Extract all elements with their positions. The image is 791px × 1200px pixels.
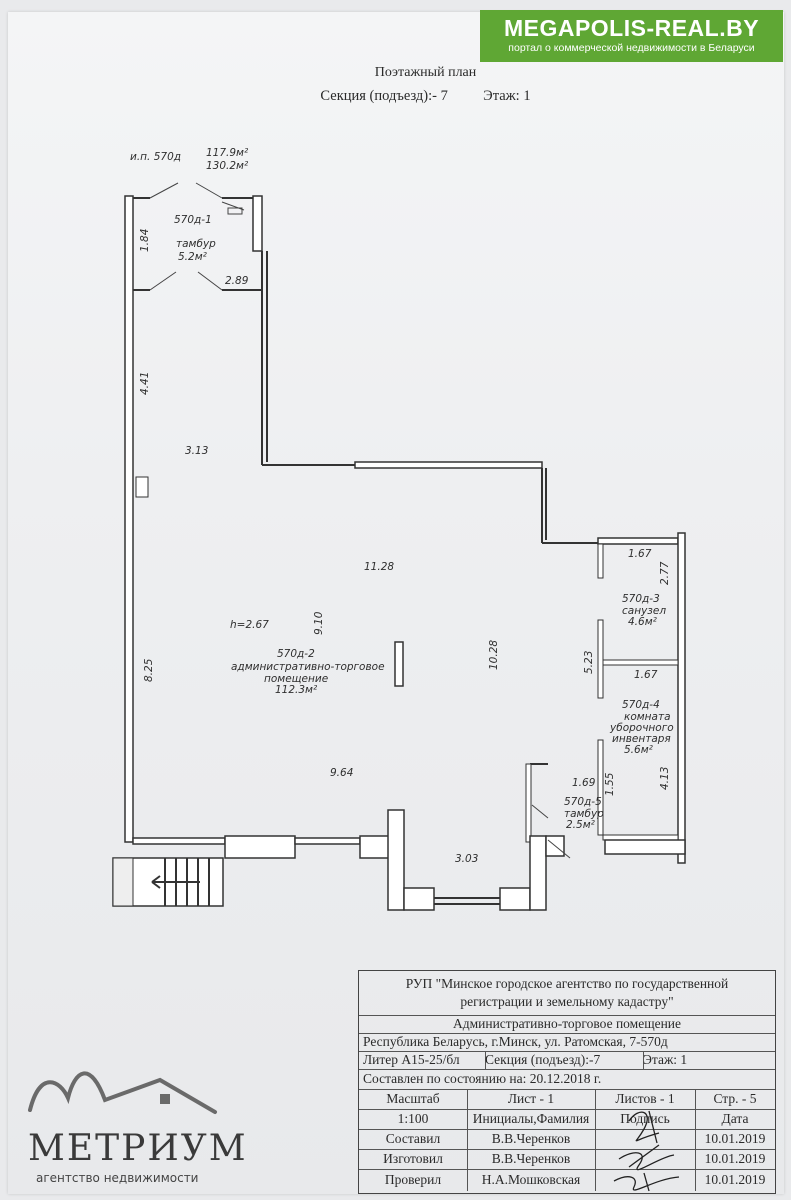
plan-subtitle: Секция (подъезд):- 7 Этаж: 1 [30, 88, 791, 105]
room-570d-4-id: 570д-4 [622, 699, 660, 711]
room-570d-3-name: санузел [622, 605, 666, 617]
stamp-head-sheets: Листов - 1 [595, 1089, 696, 1109]
room-570d-2-area: 112.3м² [275, 684, 318, 696]
stamp-org-line2: регистрации и земельному кадастру" [460, 994, 674, 1009]
dim-4-13: 4.13 [659, 767, 671, 790]
stamp-head-sheet: Лист - 1 [467, 1089, 596, 1109]
room-570d-4-name1: комната [624, 711, 671, 723]
dim-3-13: 3.13 [185, 445, 208, 457]
dim-5-23: 5.23 [583, 651, 595, 674]
dim-1-84: 1.84 [139, 229, 151, 252]
stamp-liter: Литер А15-25/бл [359, 1051, 486, 1069]
stamp-person: Н.А.Мошковская [467, 1169, 596, 1191]
stamp-org-line1: РУП "Минское городское агентство по госу… [405, 976, 729, 991]
room-570d-5-id: 570д-5 [564, 796, 602, 808]
dim-2-89: 2.89 [225, 275, 249, 287]
room-570d-2-name2: помещение [264, 673, 328, 685]
label-area-117: 117.9м² [206, 147, 249, 159]
room-570d-5-name: тамбур [564, 808, 604, 820]
stamp-signature-cell [595, 1129, 696, 1149]
room-570d-5-area: 2.5м² [566, 819, 596, 831]
stamp-date: 10.01.2019 [704, 1172, 766, 1187]
stamp-address: Республика Беларусь, г.Минск, ул. Ратомс… [363, 1034, 668, 1049]
room-570d-2-id: 570д-2 [277, 648, 315, 660]
stamp-head-page: Стр. - 5 [713, 1091, 757, 1106]
title-block-stamp: РУП "Минское городское агентство по госу… [358, 970, 776, 1194]
stamp-signature-cell [595, 1169, 696, 1191]
dim-9-10: 9.10 [313, 611, 325, 635]
stamp-scale: 1:100 [359, 1109, 468, 1129]
stamp-floor: Этаж: 1 [643, 1052, 688, 1067]
dim-10-28: 10.28 [488, 640, 500, 670]
label-height: h=2.67 [230, 619, 269, 631]
wall-lines [112, 195, 686, 911]
stamp-row-composer: Составил В.В.Черенков 10.01.2019 [359, 1129, 775, 1150]
label-ip-room: и.п. 570д [130, 151, 181, 163]
dimension-labels: и.п. 570д 117.9м² 130.2м² 570д-1 тамбур … [130, 147, 674, 865]
room-570d-1-name: тамбур [176, 238, 216, 250]
stamp-role: Составил [359, 1129, 468, 1149]
stamp-object: Административно-торговое помещение [452, 1016, 682, 1031]
room-570d-4-name2: уборочного [609, 722, 674, 734]
stamp-head-date: Дата [721, 1111, 749, 1126]
stamp-role: Проверил [359, 1169, 468, 1191]
stamp-head-signature: Подпись [595, 1109, 696, 1129]
stamp-org-row: РУП "Минское городское агентство по госу… [359, 971, 775, 1016]
room-570d-3-id: 570д-3 [622, 593, 660, 605]
dim-9-64: 9.64 [330, 767, 353, 779]
banner-subtitle: портал о коммерческой недвижимости в Бел… [508, 42, 755, 54]
stamp-person: В.В.Черенков [467, 1149, 596, 1169]
dim-1-69: 1.69 [572, 777, 596, 789]
plan-floor: Этаж: 1 [483, 88, 531, 104]
dim-3-03: 3.03 [455, 853, 478, 865]
stamp-role: Изготовил [359, 1149, 468, 1169]
stamp-date: 10.01.2019 [704, 1151, 766, 1166]
plan-section: Секция (подъезд):- 7 [320, 88, 448, 104]
dim-2-77: 2.77 [659, 561, 671, 585]
stamp-head-scale: Масштаб [359, 1089, 468, 1109]
dim-1-55: 1.55 [604, 772, 616, 796]
door-swings [149, 182, 571, 859]
room-570d-2-name1: административно-торговое [231, 661, 385, 673]
label-area-130: 130.2м² [206, 160, 249, 172]
logo-subtitle: агентство недвижимости [36, 1171, 199, 1185]
document-sheet [8, 12, 784, 1194]
stamp-date: 10.01.2019 [704, 1131, 766, 1146]
stamp-section: Секция (подъезд):-7 [481, 1051, 644, 1069]
room-570d-4-area: 5.6м² [624, 744, 654, 756]
logo-name: МЕТРИУМ [28, 1128, 248, 1169]
stamp-row-checker: Проверил Н.А.Мошковская 10.01.2019 [359, 1169, 775, 1191]
dim-4-41: 4.41 [139, 372, 151, 395]
dim-1-67-a: 1.67 [628, 548, 652, 560]
dim-11-28: 11.28 [364, 561, 394, 573]
stamp-composed: Составлен по состоянию на: 20.12.2018 г. [363, 1071, 602, 1086]
handwritten-signatures [613, 1110, 680, 1192]
stamp-signature-cell [595, 1149, 696, 1169]
room-570d-4-name3: инвентаря [612, 733, 671, 745]
house-roof-icon [28, 1071, 217, 1114]
megapolis-banner[interactable]: MEGAPOLIS-REAL.BY портал о коммерческой … [480, 10, 783, 62]
dim-8-25: 8.25 [143, 658, 155, 682]
stamp-person: В.В.Черенков [467, 1129, 596, 1149]
banner-site-name: MEGAPOLIS-REAL.BY [503, 15, 760, 41]
plan-title: Поэтажный план [374, 65, 477, 80]
room-570d-1-id: 570д-1 [174, 214, 212, 226]
dim-1-67-b: 1.67 [634, 669, 658, 681]
metrium-logo[interactable]: МЕТРИУМ агентство недвижимости [10, 1050, 250, 1190]
room-570d-3-area: 4.6м² [628, 616, 658, 628]
stamp-row-maker: Изготовил В.В.Черенков 10.01.2019 [359, 1149, 775, 1170]
room-570d-1-area: 5.2м² [178, 251, 208, 263]
stamp-head-initials: Инициалы,Фамилия [467, 1109, 596, 1129]
